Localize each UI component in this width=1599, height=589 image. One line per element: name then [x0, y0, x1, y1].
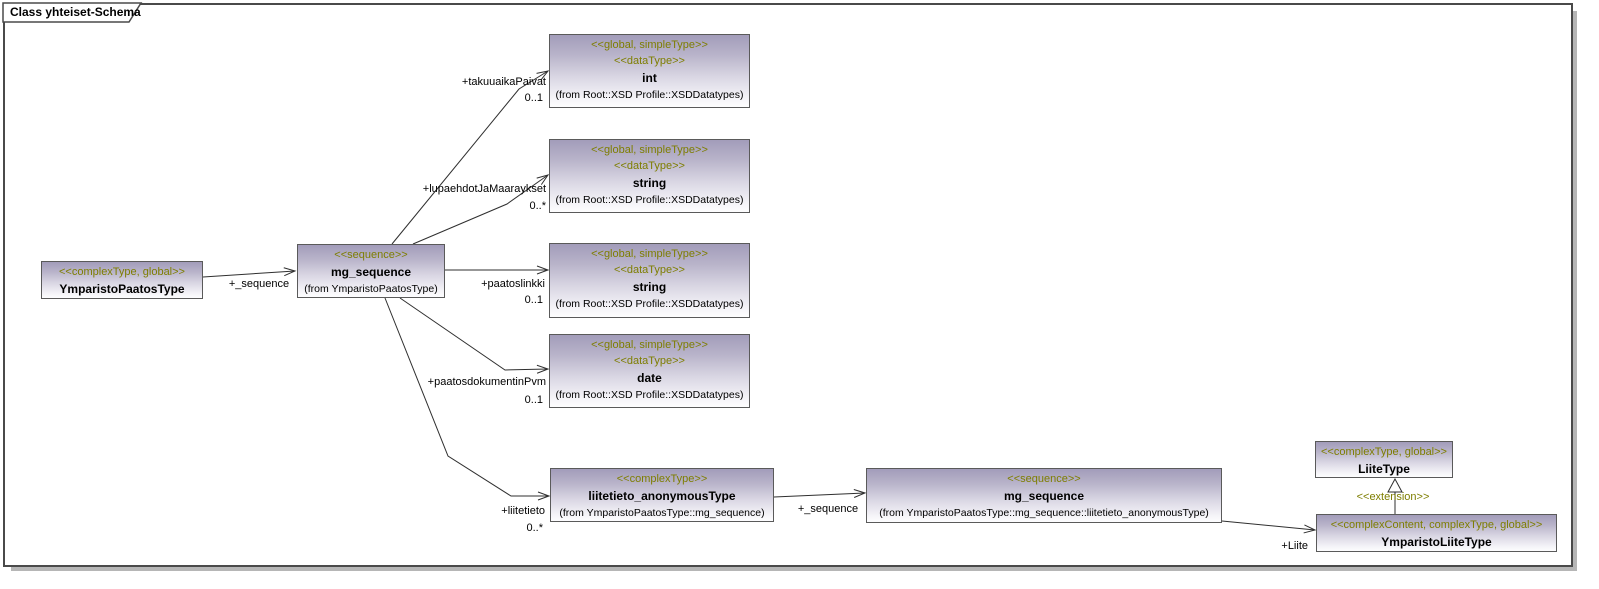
multiplicity-paatosdokumentinpvm: 0..1: [524, 394, 543, 406]
class-mg-sequence-1[interactable]: <<sequence>> mg_sequence (from Ymparisto…: [297, 244, 445, 298]
role-label-paatosdokumentinpvm: +paatosdokumentinPvm: [427, 376, 546, 388]
class-from: (from Root::XSD Profile::XSDDatatypes): [555, 89, 744, 101]
class-name: mg_sequence: [1003, 489, 1085, 503]
class-liitetieto-anonymoustype[interactable]: <<complexType>> liitetieto_anonymousType…: [550, 468, 774, 522]
class-int[interactable]: <<global, simpleType>> <<dataType>> int …: [549, 34, 750, 108]
stereotype-label: <<global, simpleType>>: [591, 339, 708, 351]
stereotype-label: <<sequence>>: [1007, 473, 1081, 485]
multiplicity-takuuaikapaivat: 0..1: [524, 92, 543, 104]
class-mg-sequence-2[interactable]: <<sequence>> mg_sequence (from Ymparisto…: [866, 468, 1222, 523]
class-string-2[interactable]: <<global, simpleType>> <<dataType>> stri…: [549, 243, 750, 318]
frame-tab: [2, 2, 143, 23]
stereotype-label: <<complexType, global>>: [59, 266, 185, 278]
class-name: string: [632, 176, 667, 190]
role-label-lupaehdotjamaaraykset: +lupaehdotJaMaaraykset: [422, 183, 546, 195]
class-name: int: [642, 71, 657, 85]
edge-liitetieto[interactable]: [384, 297, 551, 501]
frame-title: Class yhteiset-Schema: [10, 5, 141, 19]
class-from: (from Root::XSD Profile::XSDDatatypes): [555, 298, 744, 310]
role-label-takuuaikapaivat: +takuuaikaPaivat: [461, 76, 546, 88]
stereotype-label: <<complexType, global>>: [1321, 446, 1447, 458]
class-string-1[interactable]: <<global, simpleType>> <<dataType>> stri…: [549, 139, 750, 213]
stereotype-label: <<global, simpleType>>: [591, 248, 708, 260]
multiplicity-liitetieto: 0..*: [526, 522, 543, 534]
stereotype-label: <<sequence>>: [334, 249, 408, 261]
class-name: date: [637, 371, 662, 385]
class-date[interactable]: <<global, simpleType>> <<dataType>> date…: [549, 334, 750, 408]
edge-takuuaikaPaivat[interactable]: [391, 70, 550, 245]
edge-sequence2[interactable]: [773, 489, 867, 498]
stereotype-label: <<dataType>>: [614, 264, 685, 276]
multiplicity-lupaehdotjamaaraykset: 0..*: [529, 200, 546, 212]
role-label-paatoslinkki: +paatoslinkki: [481, 278, 545, 290]
multiplicity-paatoslinkki: 0..1: [524, 294, 543, 306]
diagram-frame: [3, 3, 1573, 567]
stereotype-label: <<global, simpleType>>: [591, 144, 708, 156]
class-name: YmparistoLiiteType: [1381, 535, 1492, 549]
stereotype-label: <<dataType>>: [614, 55, 685, 67]
class-name: LiiteType: [1358, 462, 1410, 476]
class-ymparistopaatostype[interactable]: <<complexType, global>> YmparistoPaatosT…: [41, 261, 203, 299]
class-from: (from YmparistoPaatosType): [304, 283, 438, 295]
stereotype-label: <<dataType>>: [614, 160, 685, 172]
stereotype-label: <<dataType>>: [614, 355, 685, 367]
class-from: (from Root::XSD Profile::XSDDatatypes): [555, 389, 744, 401]
stereotype-label: <<complexContent, complexType, global>>: [1330, 519, 1543, 531]
role-label-sequence2: +_sequence: [797, 503, 859, 515]
class-name: YmparistoPaatosType: [59, 282, 185, 296]
generalization-triangle-icon: [1387, 477, 1403, 493]
class-from: (from YmparistoPaatosType::mg_sequence::…: [879, 507, 1209, 519]
edge-paatosdokumentinPvm[interactable]: [399, 297, 550, 374]
class-name: liitetieto_anonymousType: [588, 489, 736, 503]
class-liitetype[interactable]: <<complexType, global>> LiiteType: [1315, 441, 1453, 478]
class-ymparistoliitetype[interactable]: <<complexContent, complexType, global>> …: [1316, 514, 1557, 552]
edge-sequence1[interactable]: [202, 267, 297, 278]
stereotype-label: <<global, simpleType>>: [591, 39, 708, 51]
stereotype-label: <<complexType>>: [616, 473, 708, 485]
role-label-liite: +Liite: [1281, 540, 1308, 552]
class-from: (from YmparistoPaatosType::mg_sequence): [559, 507, 765, 519]
role-label-sequence1: +_sequence: [228, 278, 290, 290]
class-from: (from Root::XSD Profile::XSDDatatypes): [555, 194, 744, 206]
edge-liite[interactable]: [1221, 520, 1317, 534]
stereotype-label-extension: <<extension>>: [1356, 491, 1430, 503]
class-name: mg_sequence: [330, 265, 412, 279]
role-label-liitetieto: +liitetieto: [501, 505, 545, 517]
class-name: string: [632, 280, 667, 294]
edge-lupaehdotJaMaaraykset[interactable]: [412, 174, 550, 245]
